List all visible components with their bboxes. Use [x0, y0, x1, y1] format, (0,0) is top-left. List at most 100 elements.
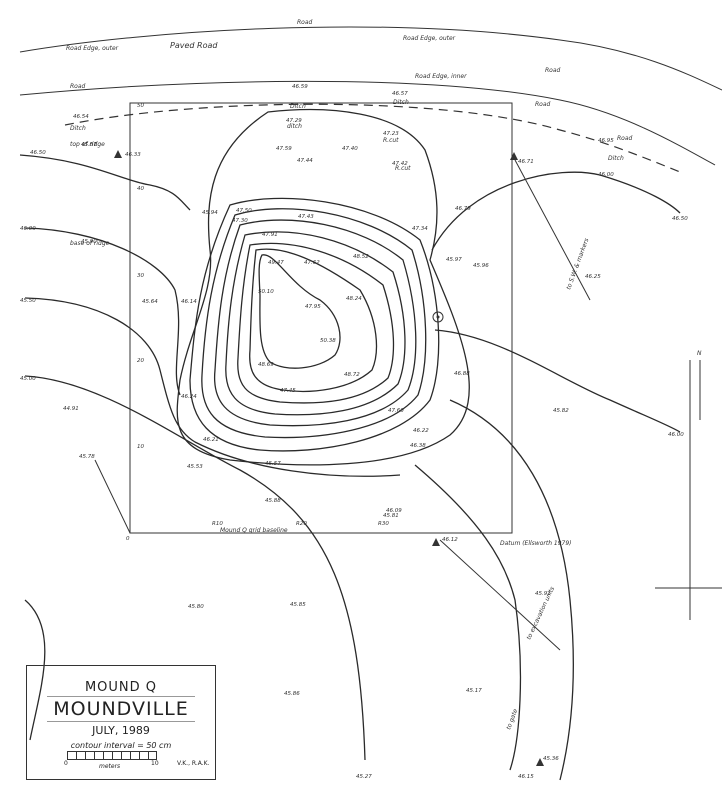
spot-elevation: 45.27 — [356, 774, 372, 780]
north-arrow-label: N — [697, 350, 702, 357]
spot-elevation: 47.91 — [262, 232, 278, 238]
contour-mound-6 — [237, 242, 395, 404]
spot-elevation: 48.72 — [344, 372, 360, 378]
grid-x0: 0 — [126, 536, 130, 542]
datum-marker-icon — [432, 311, 444, 323]
ditch-small-label: ditch — [287, 123, 302, 130]
grid-y30: 30 — [137, 273, 144, 279]
spot-elevation: 47.42 — [392, 161, 408, 167]
to-markers-label: to S.W. & markers — [565, 237, 590, 290]
grid-y10: 10 — [137, 444, 144, 450]
top-of-ridge-label: top of ridge — [70, 141, 105, 148]
spot-elevation: 44.91 — [63, 406, 79, 412]
spot-elevation: 45.85 — [290, 602, 306, 608]
road-right-label-2: Road — [535, 101, 551, 108]
survey-date: JULY, 1989 — [92, 724, 150, 737]
spot-elevation: 46.15 — [518, 774, 534, 780]
contour-4600-right — [434, 329, 681, 433]
spot-elevation: 47.34 — [412, 226, 428, 232]
title-rule-bottom — [47, 721, 195, 722]
benchmark-triangle-se-icon — [536, 758, 544, 766]
grid-baseline-label: Mound Q grid baseline — [220, 527, 288, 534]
spot-elevation: 46.14 — [181, 299, 197, 305]
to-gate-label: to gate — [505, 708, 519, 731]
grid-y20: 20 — [137, 358, 144, 364]
road-left-label: Road — [70, 83, 86, 90]
grid-x30: R30 — [378, 521, 389, 527]
scale-tick — [85, 752, 86, 759]
scale-tick — [139, 752, 140, 759]
contour-mound-summit — [258, 254, 341, 369]
spot-elevation: 47.30 — [232, 218, 248, 224]
contour-4550-left — [24, 297, 401, 477]
spot-elevation: 47.45 — [280, 388, 296, 394]
title-rule-top — [47, 696, 195, 697]
cut-label: R.cut — [383, 137, 399, 144]
spot-elevation: 45.87 — [81, 142, 97, 148]
spot-elevation: 45.88 — [265, 498, 281, 504]
spot-elevation: 45.97 — [446, 257, 462, 263]
spot-elevation: 46.59 — [292, 84, 308, 90]
grid-x10: R10 — [212, 521, 223, 527]
contour-mound-4 — [213, 219, 417, 427]
spot-elevation: 46.57 — [392, 91, 408, 97]
benchmark-triangle-icon — [114, 150, 122, 158]
contour-mound-2 — [189, 197, 440, 452]
spot-elevation: 48.52 — [353, 254, 369, 260]
road-edge-inner — [19, 80, 716, 166]
contour-label-4600-left: 46.00 — [20, 226, 36, 232]
grid-rectangle — [129, 102, 513, 534]
datum-label: Datum (Ellsworth 1979) — [500, 540, 572, 547]
contour-label-4550-left: 45.50 — [20, 298, 36, 304]
spot-elevation: 46.00 — [598, 172, 614, 178]
contour-mound-3 — [201, 208, 427, 439]
contour-mound-5 — [225, 231, 406, 416]
place-name: MOUNDVILLE — [53, 698, 189, 720]
scale-start: 0 — [64, 760, 68, 767]
spot-elevation: 46.12 — [442, 537, 458, 543]
bearing-line-se — [439, 539, 561, 651]
base-of-ridge-label: base of ridge — [70, 240, 110, 247]
contour-label-4650-left: 46.50 — [30, 150, 46, 156]
spot-elevation: 47.23 — [383, 131, 399, 137]
spot-elevation: 45.64 — [142, 299, 158, 305]
spot-elevation: 45.86 — [284, 691, 300, 697]
title-block: MOUND Q MOUNDVILLE JULY, 1989 contour in… — [26, 665, 216, 780]
scale-end: 10 — [151, 760, 159, 767]
road-right-label: Road — [545, 67, 561, 74]
spot-elevation: 46.33 — [125, 152, 141, 158]
contour-4650-right — [431, 171, 681, 251]
road-edge-top-label: Road Edge, outer — [403, 35, 456, 42]
contour-mound-outer — [176, 108, 470, 466]
scale-tick — [112, 752, 113, 759]
contour-4550-right — [449, 399, 574, 781]
contour-label-4625-right: 46.25 — [585, 274, 601, 280]
spot-elevation: 45.82 — [553, 408, 569, 414]
spot-elevation: 45.90 — [81, 239, 97, 245]
spot-elevation: 45.91 — [535, 591, 551, 597]
spot-elevation: 45.78 — [79, 454, 95, 460]
scale-tick — [130, 752, 131, 759]
contour-label-4500-left: 45.00 — [20, 376, 36, 382]
contour-4650-left — [19, 154, 191, 211]
ditch-line — [64, 103, 681, 173]
scale-tick — [121, 752, 122, 759]
ditch-label-4: Ditch — [70, 125, 86, 132]
spot-elevation: 45.81 — [383, 513, 399, 519]
spot-elevation: 48.24 — [346, 296, 362, 302]
spot-elevation: 47.44 — [297, 158, 313, 164]
spot-elevation: 46.09 — [386, 508, 402, 514]
spot-elevation: 46.54 — [73, 114, 89, 120]
scale-tick — [148, 752, 149, 759]
datum-marker-dot-icon — [436, 315, 440, 319]
contour-mound-7 — [249, 248, 378, 393]
spot-elevation: 47.62 — [304, 260, 320, 266]
benchmark-triangle-ne-icon — [510, 152, 518, 160]
road-edge-outer-label: Road Edge, outer — [66, 45, 119, 52]
contour-4500-right — [414, 464, 522, 771]
spot-elevation: 47.60 — [388, 408, 404, 414]
spot-elevation: 45.80 — [188, 604, 204, 610]
spot-elevation: 47.50 — [236, 208, 252, 214]
scale-tick — [103, 752, 104, 759]
